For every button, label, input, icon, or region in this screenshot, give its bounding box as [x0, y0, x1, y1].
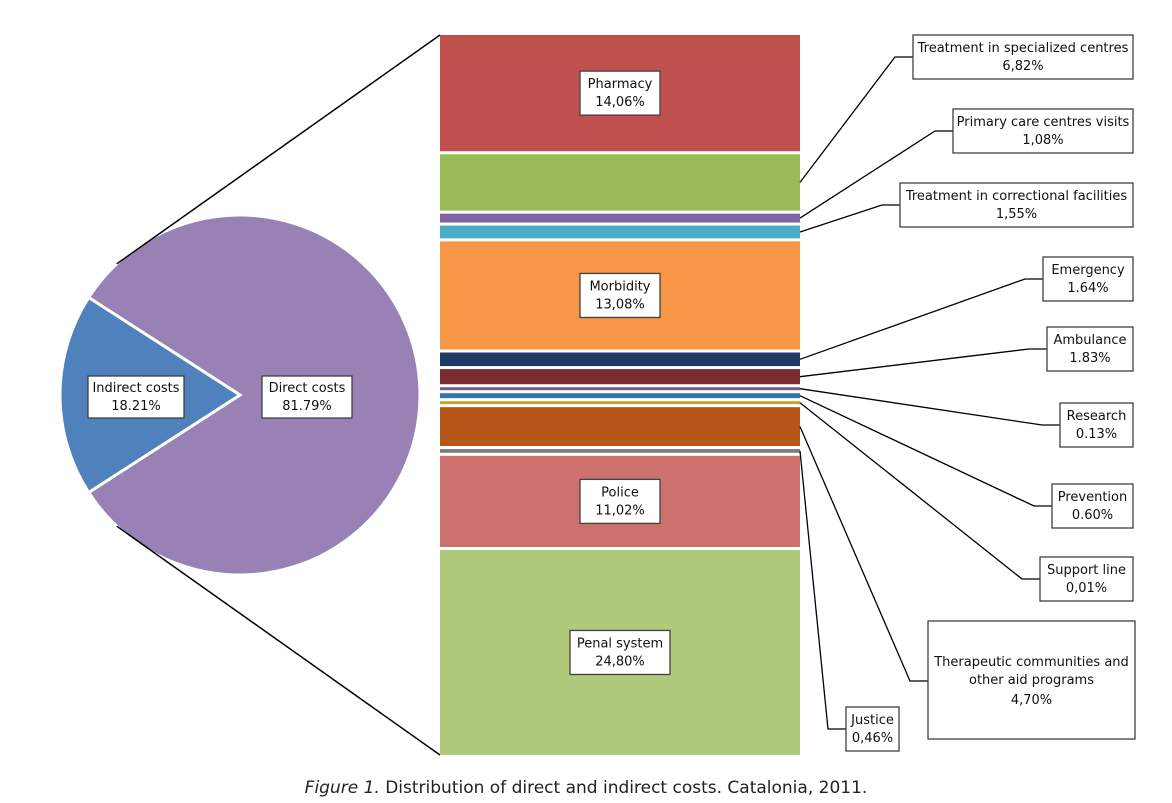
bar-label-box-morbidity	[579, 272, 661, 319]
callout-label-treatment-in-correctional-facilities: Treatment in correctional facilities	[905, 189, 1128, 204]
bar-segment-treatment-in-correctional-facilities	[440, 225, 800, 239]
leader-line-justice	[799, 450, 846, 730]
figure-caption-prefix: Figure 1.	[304, 778, 380, 798]
pie-to-bar-connectors	[116, 34, 441, 756]
bar-segment-support-line	[440, 401, 800, 405]
bar-segment-primary-care-centres-visits	[440, 213, 800, 223]
leader-line-ambulance	[799, 348, 1047, 378]
bar-segment-therapeutic-communities-and-other-aid-programs	[440, 407, 800, 447]
leader-line-research	[799, 388, 1060, 426]
callout-box-prevention	[1051, 483, 1134, 529]
bar-segment-justice	[440, 449, 800, 453]
pie-value-indirect-costs: 18.21%	[111, 399, 161, 414]
leader-line-support-line	[799, 402, 1040, 580]
callout-box-treatment-in-correctional-facilities	[899, 182, 1134, 228]
leader-line-emergency	[799, 278, 1043, 360]
callout-value-primary-care-centres-visits: 1,08%	[1022, 133, 1063, 148]
callout-box-justice	[845, 706, 900, 752]
leader-line-treatment-in-correctional-facilities	[799, 204, 900, 233]
figure-caption-text: Distribution of direct and indirect cost…	[379, 778, 868, 798]
callout-value-ambulance: 1.83%	[1069, 351, 1110, 366]
callout-value-treatment-in-specialized-centres: 6,82%	[1002, 59, 1043, 74]
pie-slice-direct-costs	[86, 213, 422, 577]
pie-label-direct-costs: Direct costs	[269, 381, 346, 396]
bar-value-pharmacy: 14,06%	[595, 95, 645, 110]
connector-line-bottom	[116, 525, 441, 756]
bar-label-penal-system: Penal system	[577, 636, 663, 651]
bar-segment-treatment-in-specialized-centres	[440, 154, 800, 211]
stacked-bar: Pharmacy 14,06% Morbidity 13,08% Police 11,02…	[440, 35, 800, 755]
bar-value-penal-system: 24,80%	[595, 654, 645, 669]
callout-label-treatment-in-specialized-centres: Treatment in specialized centres	[917, 41, 1129, 56]
callout-value-research: 0.13%	[1076, 427, 1117, 442]
leader-line-primary-care-centres-visits	[799, 130, 953, 219]
bar-segment-prevention	[440, 393, 800, 399]
callout-label-support-line: Support line	[1047, 563, 1126, 578]
callout-value-emergency: 1.64%	[1067, 281, 1108, 296]
callout-box-support-line	[1039, 556, 1134, 602]
leader-line-prevention	[799, 395, 1052, 507]
bar-label-police: Police	[601, 485, 639, 500]
callout-box-emergency	[1042, 256, 1134, 302]
connector-line-top	[116, 34, 441, 265]
bar-label-morbidity: Morbidity	[589, 279, 650, 294]
callout-value-prevention: 0.60%	[1072, 508, 1113, 523]
pie-label-indirect-costs: Indirect costs	[92, 381, 179, 396]
callout-label-research: Research	[1067, 409, 1127, 424]
callout-box-primary-care-centres-visits	[952, 108, 1134, 154]
leader-line-therapeutic-communities-and-other-aid-programs	[799, 426, 928, 682]
callout-value-justice: 0,46%	[852, 731, 893, 746]
pie-label-box-indirect-costs	[87, 375, 185, 419]
bar-label-box-penal-system	[569, 629, 671, 676]
bar-segment-ambulance	[440, 369, 800, 385]
bar-label-pharmacy: Pharmacy	[588, 77, 653, 92]
figure-caption: Figure 1. Distribution of direct and ind…	[0, 778, 1172, 798]
leader-line-treatment-in-specialized-centres	[799, 56, 913, 183]
bar-segment-emergency	[440, 352, 800, 367]
pie-value-direct-costs: 81.79%	[282, 399, 332, 414]
callout-label-primary-care-centres-visits: Primary care centres visits	[957, 115, 1130, 130]
callout-value-therapeutic-communities-and-other-aid-programs: 4,70%	[1011, 693, 1052, 708]
callout-labels: Treatment in specialized centres 6,82% Pri…	[799, 34, 1136, 752]
callout-box-therapeutic-communities-and-other-aid-programs	[927, 620, 1136, 740]
callout-box-ambulance	[1046, 326, 1134, 372]
callout-label-prevention: Prevention	[1058, 490, 1128, 505]
callout-label-ambulance: Ambulance	[1053, 333, 1126, 348]
bar-value-morbidity: 13,08%	[595, 297, 645, 312]
bar-segment-research	[440, 387, 800, 391]
pie-layer: Indirect costs 18.21% Direct costs 81.79%	[58, 213, 422, 577]
callout-value-support-line: 0,01%	[1066, 581, 1107, 596]
callout-box-research	[1059, 402, 1134, 448]
bar-label-box-pharmacy	[579, 70, 661, 116]
callout-label-justice: Justice	[850, 713, 894, 728]
bar-value-police: 11,02%	[595, 503, 645, 518]
callout-label-emergency: Emergency	[1051, 263, 1125, 278]
bar-label-box-police	[579, 478, 661, 525]
pie-label-box-direct-costs	[261, 375, 353, 419]
callout-value-treatment-in-correctional-facilities: 1,55%	[996, 207, 1037, 222]
callout-box-treatment-in-specialized-centres	[912, 34, 1134, 80]
